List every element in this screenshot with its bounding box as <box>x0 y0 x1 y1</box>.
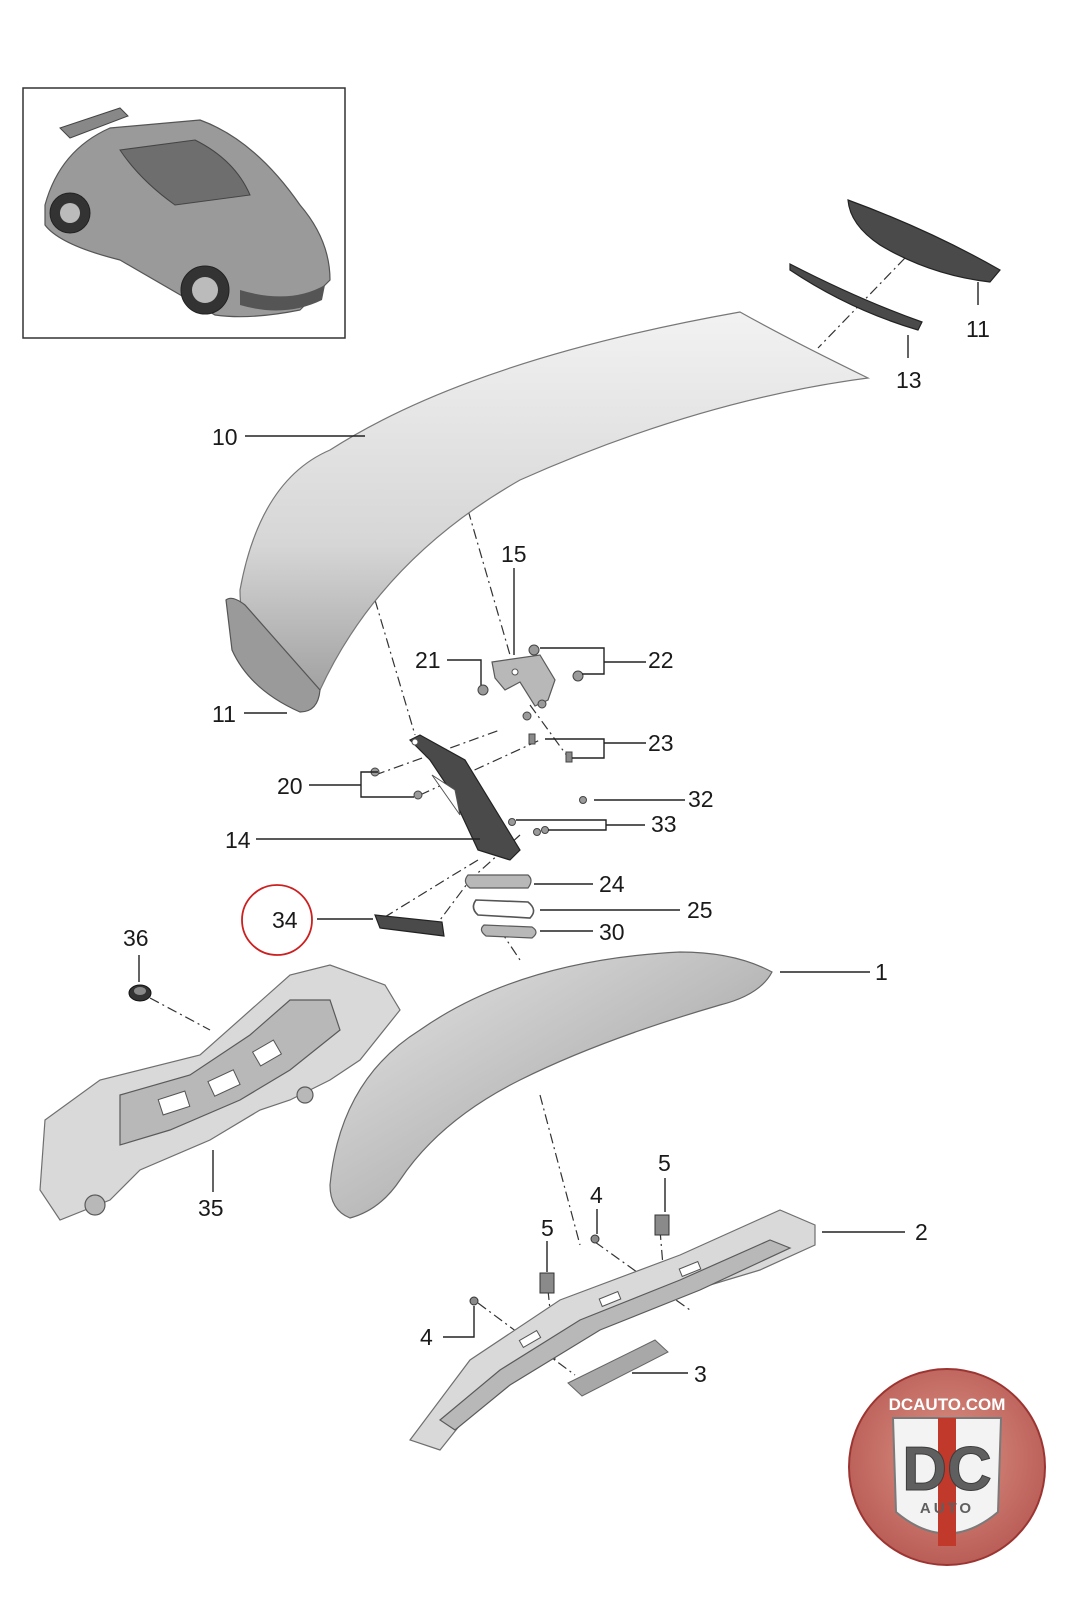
callout-25: 25 <box>687 897 713 923</box>
part-35-frame <box>39 964 401 1221</box>
fasteners-lower <box>370 767 587 836</box>
fasteners-upper <box>477 644 584 763</box>
part-4-nut-a <box>590 1234 600 1244</box>
part-22-washer-a <box>528 644 540 656</box>
callout-4-lower: 4 <box>420 1324 433 1350</box>
callout-1: 1 <box>875 959 888 985</box>
callout-32: 32 <box>688 786 714 812</box>
callout-3: 3 <box>694 1361 707 1387</box>
part-14-support <box>408 734 521 861</box>
callouts: 11 13 10 15 21 22 11 23 20 32 33 14 24 2… <box>123 316 990 1387</box>
part-20-screw-b <box>413 790 423 800</box>
callout-14: 14 <box>225 827 251 853</box>
part-32-screw <box>579 796 587 804</box>
callout-11-upper: 11 <box>966 316 990 342</box>
highlight-circle-34 <box>241 884 313 956</box>
callout-33: 33 <box>651 811 677 837</box>
callout-36: 36 <box>123 925 149 951</box>
part-23-bolt-a <box>528 733 536 745</box>
logo-letters: DC <box>902 1435 992 1504</box>
part-25-seal <box>472 899 535 919</box>
logo-url: DCAUTO.COM <box>889 1395 1006 1414</box>
part-11-endplate-right <box>847 199 1001 283</box>
callout-5-right: 5 <box>658 1150 671 1176</box>
callout-4-upper: 4 <box>590 1182 603 1208</box>
callout-30: 30 <box>599 919 625 945</box>
part-1-decklid <box>329 951 773 1219</box>
dcauto-logo: DCAUTO.COM DC AUTO <box>848 1368 1046 1566</box>
part-11-endplate-left <box>225 597 321 713</box>
callout-34: 34 <box>272 907 298 933</box>
part-5-clip-b <box>539 1272 555 1294</box>
callout-21: 21 <box>415 647 441 673</box>
part-34-gasket <box>374 914 445 937</box>
part-3-pad <box>567 1339 669 1397</box>
callout-10: 10 <box>212 424 238 450</box>
part-36-grommet <box>128 984 152 1002</box>
part-23-bolt-b <box>565 751 573 763</box>
callout-13: 13 <box>896 367 922 393</box>
part-10-rear-wing <box>239 311 871 701</box>
part-30-plate <box>480 924 537 939</box>
part-15-bracket <box>491 654 556 707</box>
callout-2: 2 <box>915 1219 928 1245</box>
part-5-clip-a <box>654 1214 670 1236</box>
callout-23: 23 <box>648 730 674 756</box>
part-4-nut-b <box>469 1296 479 1306</box>
callout-11-lower: 11 <box>212 701 236 727</box>
part-13-strip <box>789 263 923 331</box>
car-illustration <box>44 107 331 318</box>
vehicle-thumbnail <box>22 87 346 339</box>
callout-22: 22 <box>648 647 674 673</box>
callout-35: 35 <box>198 1195 224 1221</box>
callout-24: 24 <box>599 871 625 897</box>
part-24-cover <box>464 874 532 889</box>
part-33-nut-b <box>533 828 541 836</box>
part-33-nut-a <box>508 818 516 826</box>
leader-lines <box>138 282 979 1374</box>
part-21-nut <box>477 684 489 696</box>
callout-15: 15 <box>501 541 527 567</box>
callout-5-left: 5 <box>541 1215 554 1241</box>
part-22-washer-b <box>572 670 584 682</box>
logo-sub: AUTO <box>920 1500 974 1517</box>
part-2-carrier <box>409 1209 816 1451</box>
callout-20: 20 <box>277 773 303 799</box>
